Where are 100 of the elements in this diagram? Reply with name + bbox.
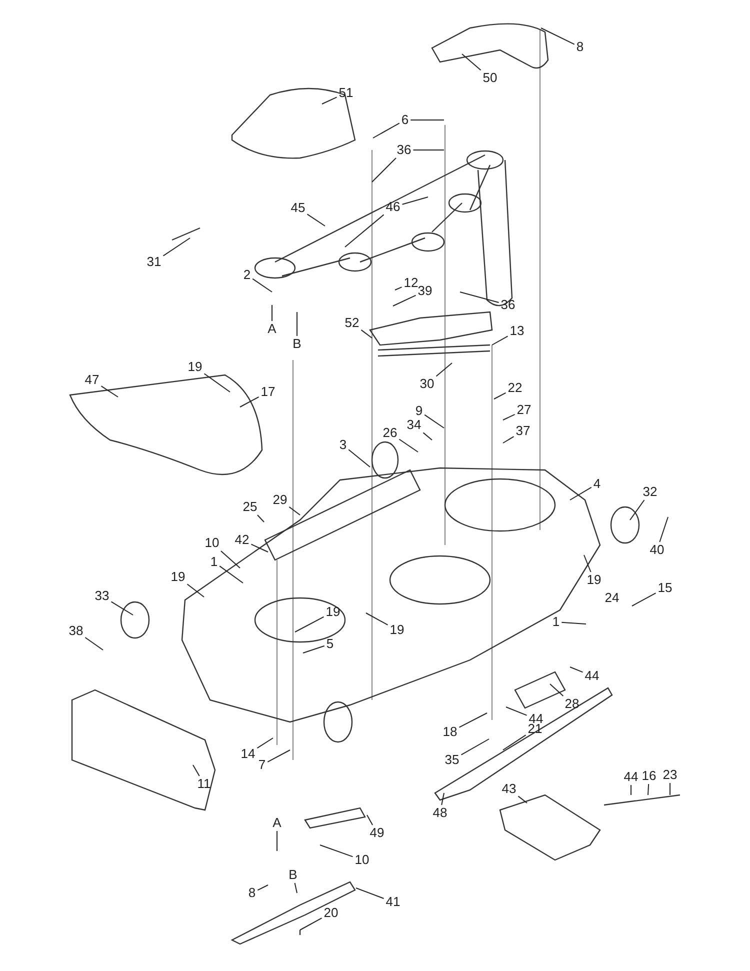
callout-number: 34 xyxy=(406,418,422,432)
callout-number: 45 xyxy=(290,201,306,215)
leader-line xyxy=(570,486,592,500)
leader-line xyxy=(518,796,528,804)
leader-line xyxy=(458,712,488,728)
callout-number: 7 xyxy=(257,758,267,772)
leader-line xyxy=(550,684,564,696)
callout-number: 52 xyxy=(344,316,360,330)
callout-number: 1 xyxy=(551,615,561,629)
callout-number: 40 xyxy=(648,543,666,557)
callout-number: 8 xyxy=(575,40,585,54)
leader-line xyxy=(561,622,586,624)
leader-line xyxy=(240,396,260,408)
leader-line xyxy=(360,329,372,338)
callout-number: 44 xyxy=(584,669,600,683)
callout-number: 15 xyxy=(656,581,674,595)
leader-line xyxy=(502,734,526,750)
leader-line xyxy=(402,196,428,205)
leader-line xyxy=(372,122,400,138)
leader-line xyxy=(436,362,452,377)
leader-line xyxy=(288,506,300,516)
callout-number: 25 xyxy=(242,500,258,514)
callout-number: 36 xyxy=(500,298,516,312)
leader-line xyxy=(492,336,508,346)
leader-line xyxy=(294,616,324,632)
callout-number: B xyxy=(292,337,302,351)
leader-line xyxy=(494,392,506,400)
leader-line xyxy=(306,214,326,226)
leader-line xyxy=(460,292,500,303)
leader-line xyxy=(506,706,528,716)
callout-number: 3 xyxy=(338,438,348,452)
callout-number: 21 xyxy=(526,722,544,736)
callout-number: 5 xyxy=(325,637,335,651)
leader-line xyxy=(648,784,650,796)
leader-line xyxy=(540,28,575,45)
callout-number: 35 xyxy=(444,753,460,767)
leader-line xyxy=(204,373,230,392)
callout-number: 4 xyxy=(592,477,602,491)
callout-number: 8 xyxy=(247,886,257,900)
leader-line xyxy=(659,516,668,542)
leader-line xyxy=(394,286,402,290)
leader-line xyxy=(84,637,104,650)
leader-line xyxy=(630,500,645,520)
leader-line xyxy=(276,830,278,852)
callout-number: 10 xyxy=(204,536,220,550)
callout-number: 39 xyxy=(416,284,434,298)
callout-number: 9 xyxy=(414,404,424,418)
leader-line xyxy=(630,784,632,796)
leader-line xyxy=(256,738,274,749)
callout-number: 19 xyxy=(186,360,204,374)
callout-number: 18 xyxy=(442,725,458,739)
callout-number: 6 xyxy=(400,113,410,127)
leader-line xyxy=(366,814,374,826)
callout-number: 50 xyxy=(482,71,498,85)
callout-number: 11 xyxy=(196,777,212,791)
leader-line xyxy=(252,278,272,292)
leader-line xyxy=(320,844,354,858)
leader-line xyxy=(250,544,268,552)
leader-line xyxy=(220,550,240,568)
leader-line xyxy=(632,592,656,606)
callout-number: 38 xyxy=(68,624,84,638)
leader-line xyxy=(460,738,490,756)
leader-line xyxy=(502,436,514,444)
leader-line xyxy=(294,882,298,894)
callout-number: 29 xyxy=(272,493,288,507)
callout-number: 42 xyxy=(234,533,250,547)
leader-line xyxy=(366,612,388,626)
leader-line xyxy=(356,888,384,899)
callout-number: 22 xyxy=(506,381,524,395)
callout-number: 41 xyxy=(384,895,402,909)
callout-number: 12 xyxy=(402,276,420,290)
leader-line xyxy=(348,449,370,468)
leader-line xyxy=(502,414,516,420)
leader-line xyxy=(462,54,482,71)
callout-number: 13 xyxy=(508,324,526,338)
callout-number: 49 xyxy=(368,826,386,840)
callout-number: 43 xyxy=(500,782,518,796)
callout-number: 27 xyxy=(516,403,532,417)
leader-line xyxy=(257,884,268,891)
leader-line xyxy=(100,386,118,398)
leader-line xyxy=(398,438,418,452)
leader-line xyxy=(186,584,204,598)
callout-number: 30 xyxy=(418,377,436,391)
leader-line xyxy=(162,238,190,256)
callout-number: 33 xyxy=(94,589,110,603)
callout-number: 44 xyxy=(622,770,640,784)
callout-number: 23 xyxy=(662,768,678,782)
callout-number: 26 xyxy=(382,426,398,440)
leader-line xyxy=(584,554,592,572)
callout-number: 1 xyxy=(209,555,219,569)
callout-number: 16 xyxy=(640,769,658,783)
leader-line xyxy=(296,312,298,336)
leader-line xyxy=(256,514,264,522)
callout-number: 24 xyxy=(604,591,620,605)
callout-number: 37 xyxy=(514,424,532,438)
callout-number: 20 xyxy=(322,906,340,920)
callout-number: 48 xyxy=(432,806,448,820)
callout-number: 2 xyxy=(242,268,252,282)
leader-line xyxy=(192,764,200,776)
leader-line xyxy=(300,918,322,930)
